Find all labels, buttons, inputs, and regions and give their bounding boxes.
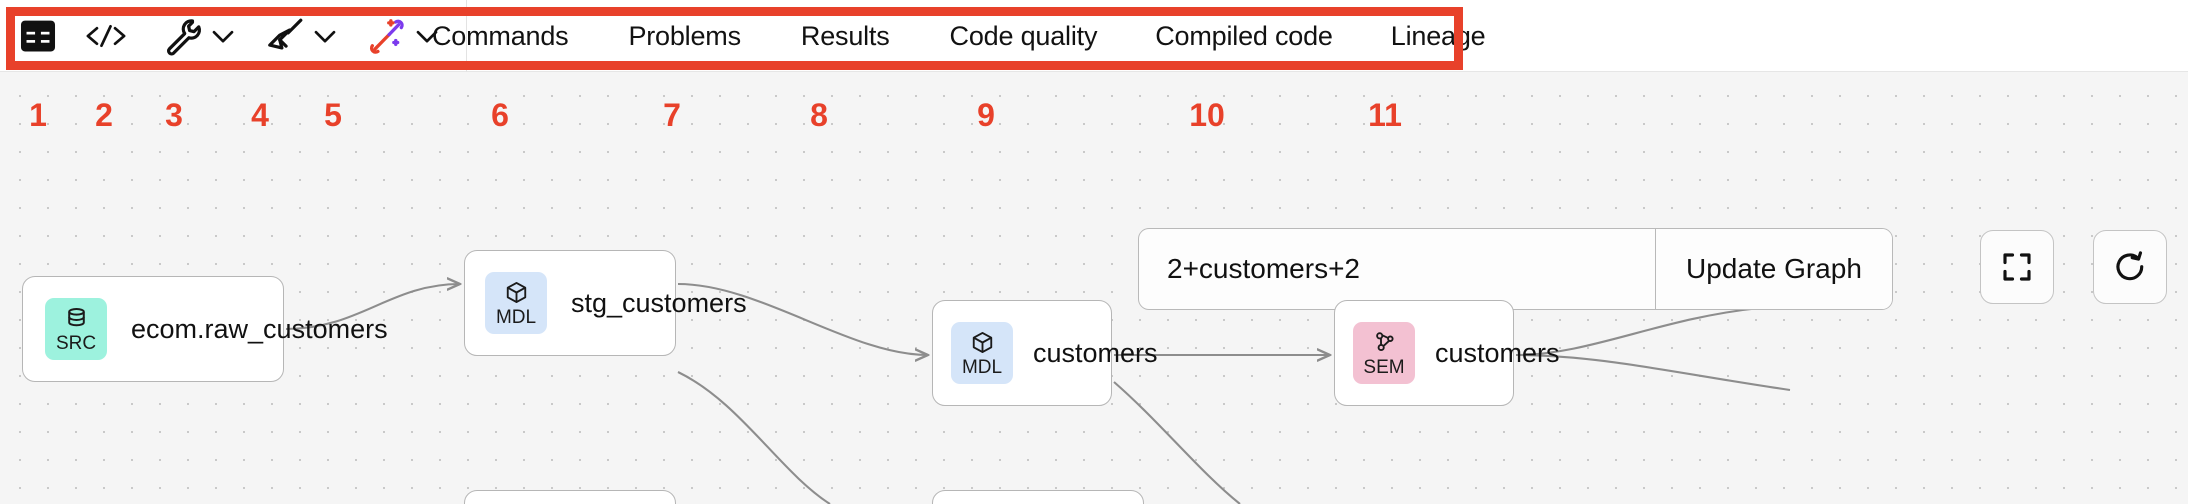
node-label: stg_customers <box>571 287 747 318</box>
fit-view-button[interactable] <box>1980 230 2054 304</box>
lineage-canvas[interactable]: 1 2 3 4 5 6 7 8 9 10 11 <box>0 72 2188 504</box>
node-label: ecom.raw_customers <box>131 313 388 344</box>
annotation-number-5: 5 <box>324 97 342 133</box>
wrench-glyph <box>167 19 201 56</box>
tab-lineage[interactable]: Lineage <box>1390 20 1486 51</box>
code-view-icon[interactable] <box>82 14 130 58</box>
node-label: customers <box>1435 337 1560 368</box>
edge-sem-out-lower <box>1515 353 1791 392</box>
magic-wand-glyph <box>369 19 404 54</box>
annotation-number-7: 7 <box>663 97 681 133</box>
chevron-down-icon[interactable] <box>312 27 338 45</box>
tab-results[interactable]: Results <box>800 20 890 51</box>
lineage-node-customers-sem[interactable]: SEM customers <box>1334 300 1560 406</box>
lineage-edges <box>285 72 1791 504</box>
node-kind-badge-src: SRC <box>45 298 107 360</box>
annotation-number-11: 11 <box>1368 97 1402 133</box>
result-tabs: Commands Problems Results Code quality C… <box>432 0 1486 72</box>
graph-selector-input[interactable] <box>1139 229 1655 309</box>
tab-compiled-code[interactable]: Compiled code <box>1155 20 1333 51</box>
annotation-number-2: 2 <box>95 97 113 133</box>
broom-glyph <box>268 18 303 50</box>
edge-mdl-to-lower-node <box>1113 381 1241 504</box>
graph-selector-control: Update Graph <box>1138 228 1893 310</box>
node-kind-label: SRC <box>55 332 97 354</box>
lineage-node-stg-customers[interactable]: MDL stg_customers <box>464 250 747 356</box>
cube-icon <box>972 331 992 353</box>
tab-code-quality[interactable]: Code quality <box>949 20 1098 51</box>
reload-graph-button[interactable] <box>2093 230 2167 304</box>
annotation-number-10: 10 <box>1189 97 1225 133</box>
graph-nodes-icon <box>1375 331 1394 351</box>
toolbar-icon-cluster <box>16 0 467 72</box>
edge-src-to-stg <box>285 284 460 331</box>
code-glyph <box>86 24 126 48</box>
table-view-icon[interactable] <box>16 14 60 58</box>
annotation-number-8: 8 <box>810 97 828 133</box>
node-kind-label: SEM <box>1363 356 1405 378</box>
toolbar-divider <box>466 0 467 72</box>
cube-icon <box>506 281 526 303</box>
tab-commands[interactable]: Commands <box>432 20 569 51</box>
node-kind-label: MDL <box>961 356 1003 378</box>
annotation-number-3: 3 <box>165 97 183 133</box>
chevron-down-icon[interactable] <box>414 27 440 45</box>
edge-stg-to-customers <box>677 282 928 355</box>
annotation-number-9: 9 <box>977 97 995 133</box>
table-glyph <box>20 20 56 52</box>
lineage-node-partial-right[interactable] <box>932 490 1144 504</box>
wrench-tools-icon[interactable] <box>162 15 236 57</box>
node-kind-badge-mdl: MDL <box>951 322 1013 384</box>
format-broom-icon[interactable] <box>264 15 338 57</box>
ai-magic-wand-icon[interactable] <box>366 15 440 57</box>
node-kind-label: MDL <box>495 306 537 328</box>
editor-toolbar: Commands Problems Results Code quality C… <box>0 0 2188 72</box>
fullscreen-icon <box>2003 253 2031 281</box>
node-kind-badge-sem: SEM <box>1353 322 1415 384</box>
node-label: customers <box>1033 337 1158 368</box>
node-kind-badge-mdl: MDL <box>485 272 547 334</box>
annotation-number-1: 1 <box>29 97 47 133</box>
tab-problems[interactable]: Problems <box>628 20 741 51</box>
refresh-icon <box>2116 251 2144 281</box>
chevron-down-icon[interactable] <box>210 27 236 45</box>
lineage-node-ecom-raw-customers[interactable]: SRC ecom.raw_customers <box>22 276 388 382</box>
lineage-node-partial-left[interactable] <box>464 490 676 504</box>
lineage-node-customers-mdl[interactable]: MDL customers <box>932 300 1158 406</box>
annotation-number-6: 6 <box>491 97 509 133</box>
annotation-number-4: 4 <box>251 97 269 133</box>
edge-stg-to-lower-node <box>677 371 831 504</box>
update-graph-button[interactable]: Update Graph <box>1655 229 1892 309</box>
database-icon <box>67 307 85 326</box>
edge-sem-out-upper <box>1515 306 1761 357</box>
